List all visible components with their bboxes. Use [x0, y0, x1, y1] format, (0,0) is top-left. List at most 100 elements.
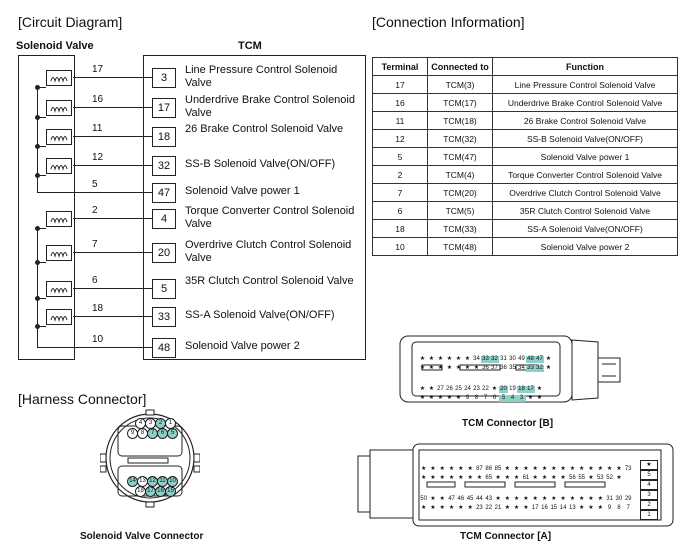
tcm-pin-33: 33 — [152, 307, 176, 327]
connector-pin: ★ — [419, 395, 426, 401]
connector-pin: ★ — [439, 475, 445, 481]
connector-pin: 56 — [569, 475, 576, 481]
connector-pin: ★ — [640, 460, 658, 470]
connector-pin: ★ — [541, 466, 548, 472]
connector-pin: ★ — [428, 395, 435, 401]
connector-pin: ★ — [455, 395, 462, 401]
connector-pin: 47 — [535, 356, 544, 363]
table-cell: TCM(4) — [427, 165, 493, 184]
table-cell: SS-B Solenoid Valve(ON/OFF) — [492, 129, 678, 148]
connector-pin: 47 — [448, 496, 455, 502]
tcm-connector-b-caption: TCM Connector [B] — [462, 418, 554, 429]
table-cell: 7 — [372, 183, 428, 202]
table-cell: TCM(47) — [427, 147, 493, 166]
column-header: Connected to — [427, 57, 493, 76]
tcm-header: TCM — [238, 40, 262, 52]
connector-pin: ★ — [588, 475, 594, 481]
table-header-row: Terminal Connected to Function — [372, 57, 678, 76]
connector-pin: 19 — [509, 386, 516, 392]
wire — [37, 175, 46, 176]
connector-pin: ★ — [437, 395, 444, 401]
connector-pin: ★ — [491, 386, 498, 392]
connector-pin: ★ — [532, 466, 538, 472]
table-cell: 2 — [372, 165, 428, 184]
column-header: Terminal — [372, 57, 428, 76]
connector-pin: ★ — [504, 466, 511, 472]
wire — [73, 107, 152, 108]
table-cell: 10 — [372, 237, 428, 256]
connector-pin: ★ — [513, 505, 520, 511]
solenoid-coil-icon — [46, 100, 72, 116]
solenoid-coil-icon — [46, 309, 72, 325]
solenoid-coil-icon — [46, 129, 72, 145]
wire — [37, 87, 46, 88]
connector-pin: 9 — [465, 395, 470, 401]
connector-pin: 5 — [640, 470, 658, 480]
connector-pin: ★ — [467, 466, 473, 472]
table-cell: 12 — [372, 129, 428, 148]
wire-number: 12 — [92, 152, 104, 163]
connector-pin: ★ — [616, 466, 622, 472]
connector-pin: 50 — [420, 496, 427, 502]
solenoid-coil-icon — [46, 211, 72, 227]
pin-function-label: 26 Brake Control Solenoid Valve — [185, 123, 344, 135]
tcm-pin-20: 20 — [152, 243, 176, 263]
connector-pin: 34 — [518, 365, 525, 371]
connector-pin: ★ — [420, 505, 427, 511]
connector-pin: ★ — [551, 496, 557, 502]
connector-pin: 34 — [473, 356, 480, 362]
wire — [73, 252, 152, 253]
connector-pin: 23 — [476, 505, 483, 511]
wire — [37, 192, 152, 193]
harness-connector-title: [Harness Connector] — [18, 391, 147, 407]
solenoid-coil-icon — [46, 245, 72, 261]
connector-pin: ★ — [597, 466, 603, 472]
connector-pin: 2 — [640, 500, 658, 510]
table-cell: Torque Converter Control Solenoid Valve — [492, 165, 678, 184]
connector-pin: 18 — [517, 386, 526, 393]
connector-pin: ★ — [476, 475, 483, 481]
connector-pin: ★ — [569, 466, 576, 472]
connector-pin: ★ — [446, 365, 453, 371]
connector-pin: ★ — [597, 496, 603, 502]
connector-pin: 7 — [483, 395, 488, 401]
connector-pin: 20 — [499, 386, 508, 393]
connector-pin: 27 — [437, 386, 444, 392]
connector-pin: 48 — [526, 356, 535, 363]
pin-function-label: SS-B Solenoid Valve(ON/OFF) — [185, 158, 336, 170]
connector-pin: 43 — [485, 496, 493, 502]
wire — [73, 77, 152, 78]
connector-pin: ★ — [527, 395, 534, 401]
table-cell: 6 — [372, 201, 428, 220]
table-cell: TCM(20) — [427, 183, 493, 202]
table-cell: TCM(17) — [427, 93, 493, 112]
connector-pin: 33 — [481, 356, 490, 363]
table-cell: TCM(5) — [427, 201, 493, 220]
wire — [37, 228, 46, 229]
connector-pin: ★ — [588, 496, 594, 502]
tcm-pin-5: 5 — [152, 279, 176, 299]
wire — [73, 136, 152, 137]
table-cell: TCM(32) — [427, 129, 493, 148]
tcm-pin-17: 17 — [152, 98, 176, 118]
wire-number: 11 — [92, 123, 103, 134]
connector-pin: 44 — [476, 496, 483, 502]
connector-pin: ★ — [560, 475, 566, 481]
connector-pin: ★ — [579, 496, 585, 502]
connector-pin: ★ — [536, 386, 543, 392]
connector-pin: ★ — [439, 466, 445, 472]
solenoid-coil-icon — [46, 281, 72, 297]
solenoid-coil-icon — [46, 70, 72, 86]
wire — [37, 146, 46, 147]
